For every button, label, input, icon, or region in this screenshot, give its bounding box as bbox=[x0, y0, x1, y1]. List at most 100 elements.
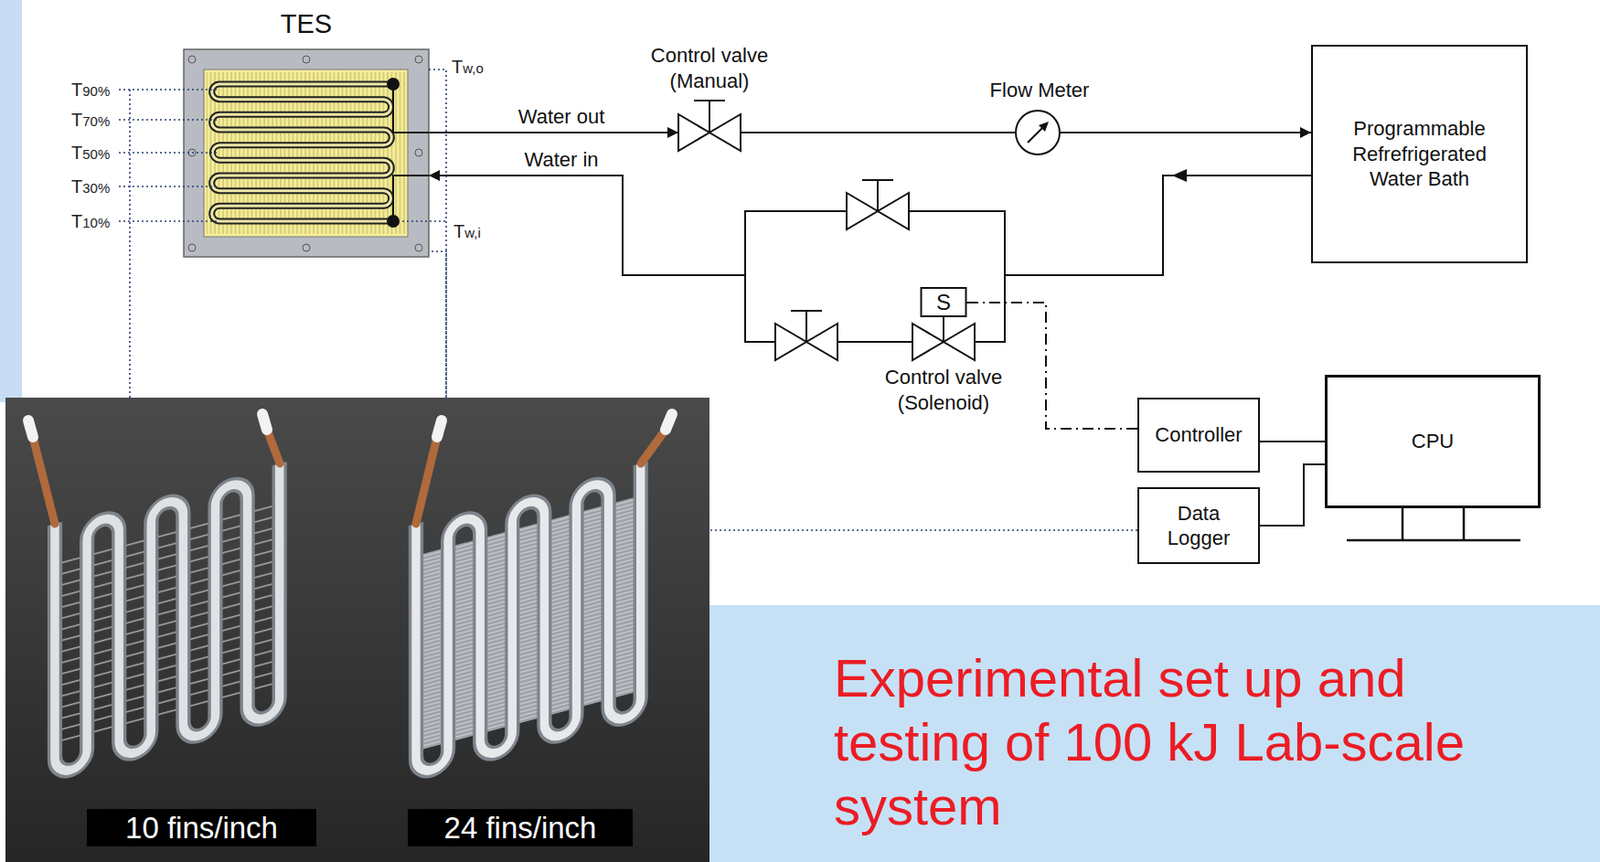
fin-array bbox=[206, 72, 406, 235]
port-dot bbox=[386, 77, 400, 91]
caption-box: Experimental set up and testing of 100 k… bbox=[833, 646, 1511, 839]
pipe-cap bbox=[665, 414, 672, 430]
valve-symbol bbox=[806, 323, 838, 361]
bolt-hole bbox=[415, 55, 423, 64]
valve-body bbox=[678, 114, 710, 151]
photo-label: 10 fins/inch bbox=[125, 809, 278, 847]
bolt-hole bbox=[302, 55, 310, 64]
valve-body bbox=[943, 323, 975, 361]
controller-box: Controller bbox=[1137, 397, 1260, 473]
node-label: Data Logger bbox=[1152, 501, 1245, 552]
water-pipe bbox=[428, 131, 679, 134]
edge-label-patch: Water out bbox=[515, 104, 608, 130]
needle-head bbox=[1038, 121, 1049, 132]
sensor-wire bbox=[128, 89, 131, 399]
heat-exchanger-24 bbox=[416, 463, 641, 775]
sensor-wire bbox=[118, 220, 218, 223]
sensor-wires bbox=[118, 69, 447, 399]
valve-stem bbox=[790, 310, 822, 342]
bypass-pipe bbox=[745, 211, 1005, 276]
valve-stem bbox=[862, 180, 894, 212]
solenoid-control-valve: SControl valve (Solenoid) bbox=[912, 288, 975, 362]
outlet-pipe bbox=[393, 84, 429, 133]
copper-pipe bbox=[640, 429, 666, 464]
sensor-label: Tw,o bbox=[451, 55, 484, 78]
valve-stem bbox=[942, 316, 945, 342]
needle-line bbox=[1027, 127, 1044, 143]
cpu-monitor: CPU bbox=[1324, 374, 1541, 509]
bolt-hole bbox=[188, 244, 196, 252]
sensor-label: T50% bbox=[71, 141, 110, 164]
node-label: Programmable Refrefrigerated Water Bath bbox=[1328, 116, 1512, 192]
flow-meter: Flow Meter bbox=[1014, 109, 1061, 156]
valve-body bbox=[709, 114, 741, 151]
valve-symbol bbox=[846, 192, 878, 230]
node-label: Control valve (Manual) bbox=[627, 42, 792, 94]
sensor-label: T10% bbox=[71, 210, 110, 233]
sensor-wire bbox=[428, 69, 447, 399]
sensor-label: T10% bbox=[71, 210, 110, 233]
manual-control-valve: Control valve (Manual) bbox=[678, 114, 741, 151]
photo-label: 10 fins/inch bbox=[86, 809, 317, 847]
node-label: Flow Meter bbox=[966, 77, 1113, 104]
node-label: CPU bbox=[1411, 428, 1454, 455]
edge-label: Water out bbox=[518, 104, 606, 130]
hx-tube-highlight bbox=[416, 463, 641, 775]
pipe-cap bbox=[437, 420, 442, 438]
bolt-hole bbox=[302, 244, 310, 252]
inlet-pipe bbox=[393, 175, 429, 222]
sensor-label: Tw,i bbox=[453, 220, 481, 243]
serpentine-tube bbox=[212, 84, 394, 222]
water-bath-box: Programmable Refrefrigerated Water Bath bbox=[1311, 44, 1528, 264]
water-pipe bbox=[1060, 131, 1312, 134]
serpentine-tube-inner bbox=[212, 84, 394, 222]
node-label: Control valve (Solenoid) bbox=[852, 364, 1035, 416]
valve-symbol bbox=[775, 323, 807, 361]
data-cable bbox=[1259, 464, 1325, 526]
valve-symbol bbox=[877, 192, 909, 230]
photo bbox=[5, 397, 710, 862]
sensor-label: T50% bbox=[71, 141, 110, 164]
sensor-label: Tw,i bbox=[453, 220, 481, 243]
edge-label-patch: Water in bbox=[521, 147, 601, 173]
bolt-hole bbox=[188, 55, 196, 64]
sensor-wire bbox=[118, 88, 218, 91]
water-pipe bbox=[428, 175, 913, 342]
sensor-label: T30% bbox=[71, 175, 110, 198]
valve-stem bbox=[708, 100, 711, 133]
bolt-hole bbox=[415, 149, 423, 157]
water-pipe bbox=[740, 131, 1015, 134]
sensor-label: T30% bbox=[71, 175, 110, 198]
sensor-label: T70% bbox=[71, 108, 110, 131]
signal-stub bbox=[966, 301, 976, 304]
monitor-stand bbox=[1346, 508, 1521, 541]
sensor-wire bbox=[118, 151, 218, 154]
sensor-label: Tw,o bbox=[451, 55, 484, 78]
tes-module: TES bbox=[183, 49, 429, 257]
node-label: TES bbox=[242, 7, 371, 41]
heat-exchanger-10 bbox=[54, 463, 280, 775]
side-band bbox=[0, 0, 22, 403]
sensor-label: T90% bbox=[71, 78, 110, 101]
solenoid-box bbox=[921, 288, 967, 317]
pcm-region bbox=[203, 69, 408, 237]
hx-tube bbox=[54, 463, 280, 775]
edge-label: Water in bbox=[523, 147, 598, 173]
bolt-hole bbox=[415, 244, 423, 252]
flow-arrow-head bbox=[1172, 169, 1187, 182]
copper-pipe bbox=[416, 437, 438, 524]
bypass-branch bbox=[745, 180, 1005, 361]
photo-label: 24 fins/inch bbox=[444, 809, 598, 847]
port-dot bbox=[386, 214, 400, 228]
plate-body bbox=[183, 49, 429, 257]
valve-body bbox=[912, 323, 944, 361]
caption-text: Experimental set up and testing of 100 k… bbox=[833, 646, 1511, 839]
photo-label: 24 fins/inch bbox=[407, 809, 633, 847]
valve-handle bbox=[693, 99, 726, 102]
gauge-needle bbox=[1016, 111, 1059, 154]
caption-panel bbox=[709, 605, 1600, 862]
sensor-wire bbox=[118, 118, 218, 121]
node-label: Controller bbox=[1154, 422, 1242, 448]
hx-tube-highlight bbox=[54, 463, 280, 775]
node-label: S bbox=[921, 288, 967, 317]
